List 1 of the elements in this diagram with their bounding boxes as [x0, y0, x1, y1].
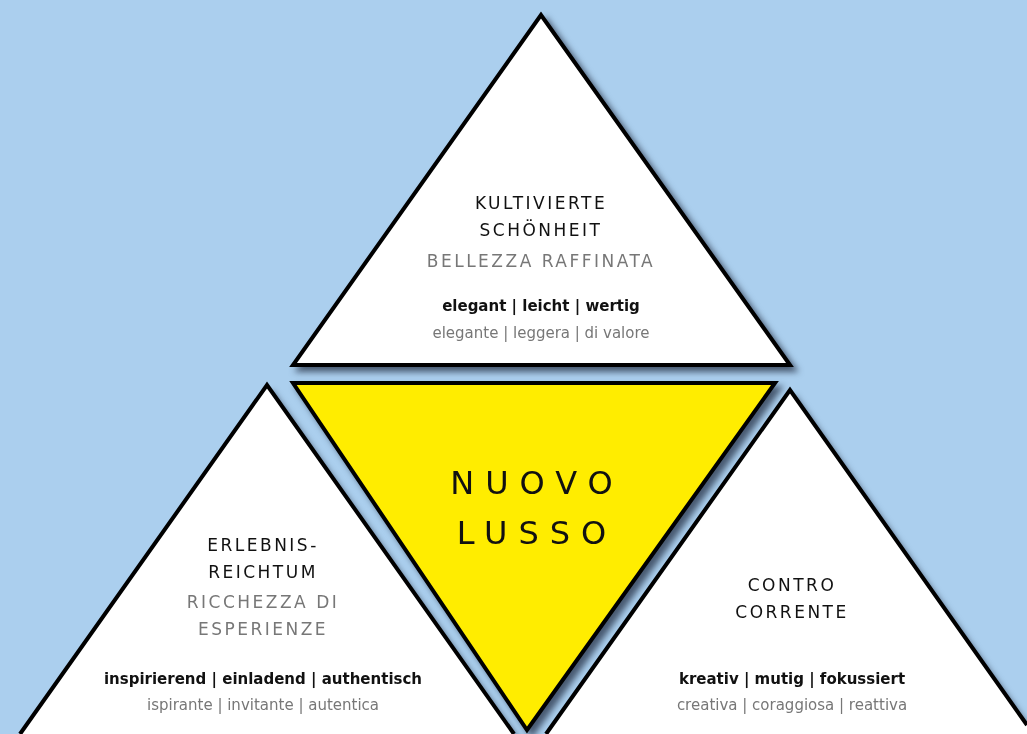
heading-text: ERLEBNIS- REICHTUM: [206, 534, 320, 584]
